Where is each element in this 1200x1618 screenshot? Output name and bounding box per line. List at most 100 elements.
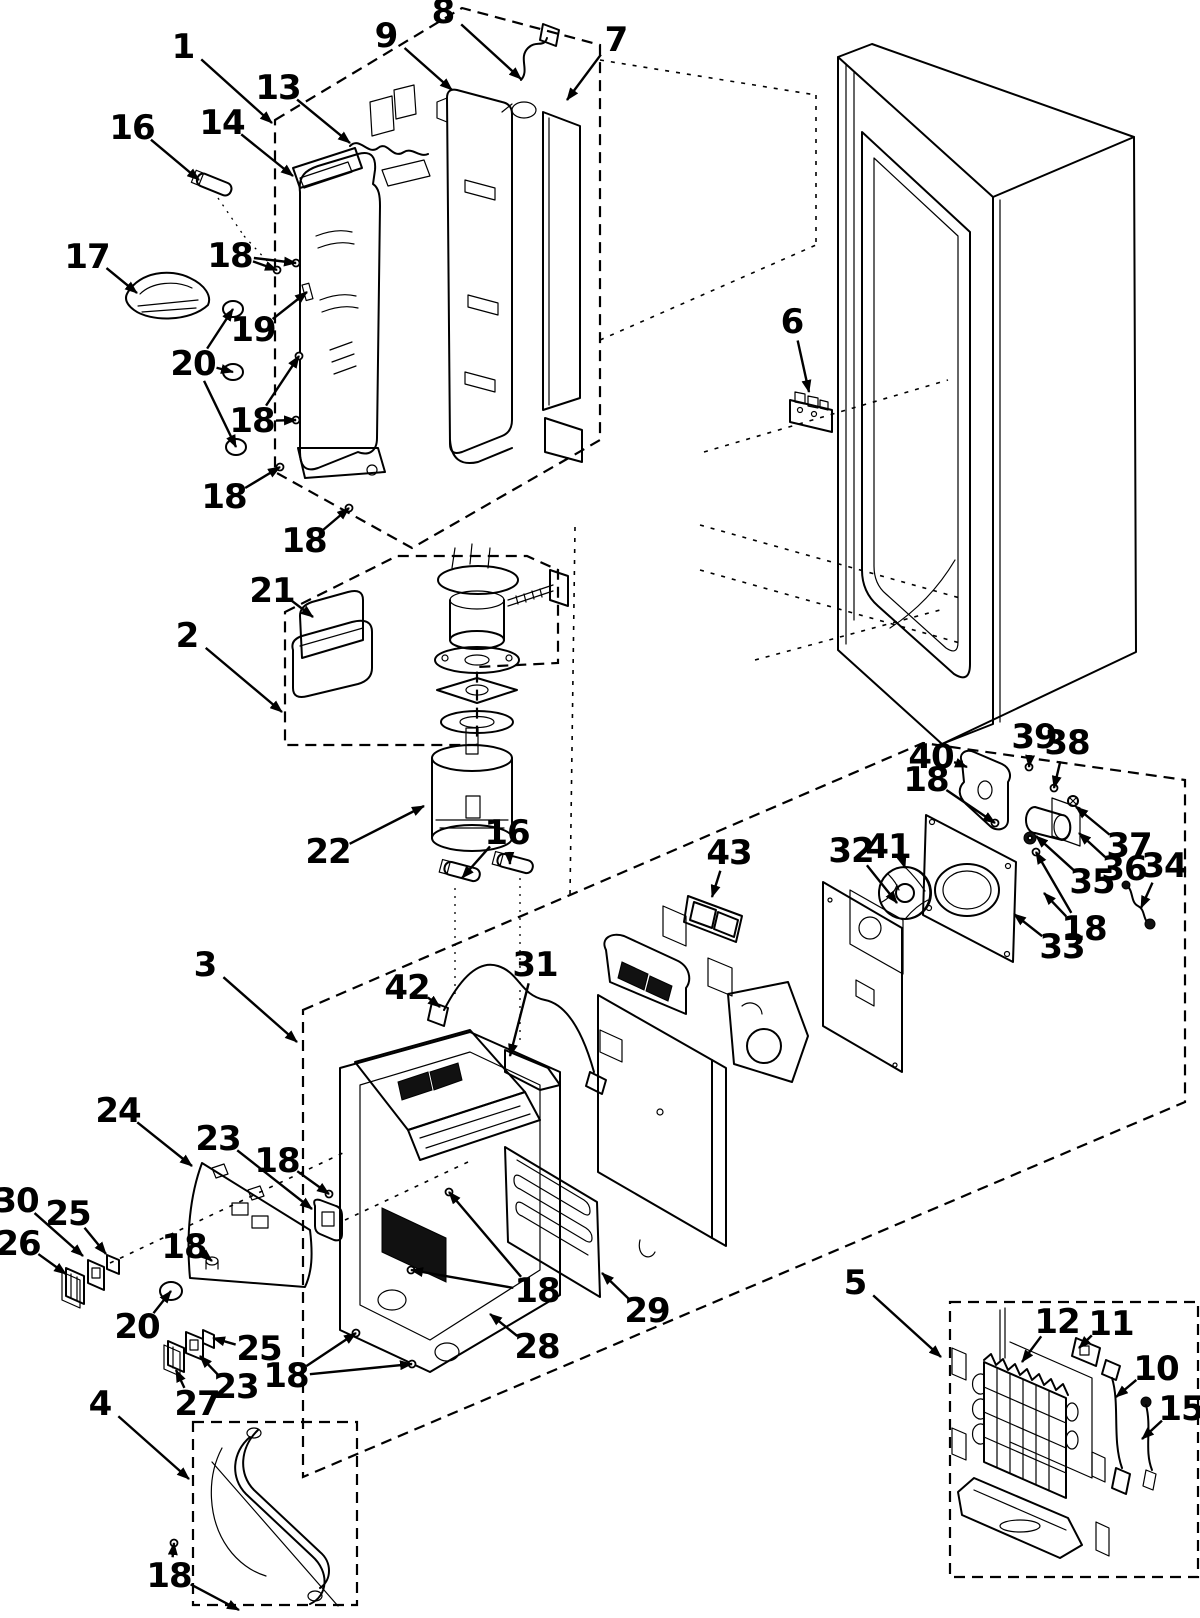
callout-arrow-25 [212, 1336, 236, 1347]
callout-label-32: 32 [828, 831, 873, 871]
callout-label-23: 23 [213, 1367, 258, 1407]
callout-label-13: 13 [255, 68, 300, 108]
callout-label-29: 29 [624, 1291, 669, 1331]
dispenser-assembly-box [273, 6, 817, 896]
callout-label-20: 20 [170, 344, 216, 384]
callout-arrow-18 [253, 256, 297, 267]
callout-label-31: 31 [512, 945, 557, 985]
callout-label-30: 30 [0, 1181, 39, 1221]
callout-arrow-16 [461, 845, 491, 879]
callout-arrow-10 [1115, 1378, 1138, 1398]
callout-arrow-20 [216, 364, 234, 374]
callout-arrow-7 [566, 53, 602, 101]
thermostat-small-parts [61, 1254, 219, 1377]
callout-arrow-18 [1034, 851, 1073, 914]
dispenser-side-panel [542, 111, 583, 463]
callout-label-25: 25 [45, 1194, 90, 1234]
callout-label-2: 2 [176, 616, 199, 656]
callout-arrow-37 [1075, 806, 1111, 836]
foam-fan-duct [727, 981, 809, 1083]
evaporator-compartment-box [301, 741, 1187, 1479]
callout-label-26: 26 [0, 1224, 41, 1264]
callout-label-18: 18 [514, 1271, 559, 1311]
icemaker-support-housing [339, 1029, 561, 1373]
dispenser-front-housing [292, 147, 386, 479]
refrigerator-cabinet-drawing [699, 43, 1137, 745]
compartment-wire-harness [427, 850, 607, 1095]
lamp-switch-part [703, 379, 949, 453]
callout-label-40: 40 [908, 737, 954, 777]
callout-arrow-25 [83, 1227, 107, 1255]
callout-label-11: 11 [1088, 1304, 1133, 1344]
dispenser-rear-housing [436, 88, 513, 464]
dispenser-lamp-bulb [190, 169, 233, 197]
evaporator-box [948, 1300, 1200, 1579]
callout-arrow-32 [865, 864, 898, 904]
callout-label-24: 24 [95, 1091, 141, 1131]
callout-arrow-22 [349, 804, 425, 845]
dispenser-wire-harness [349, 84, 431, 187]
callout-label-16: 16 [484, 813, 529, 853]
callout-arrow-34 [1139, 882, 1154, 909]
callout-label-18: 18 [201, 477, 246, 517]
callout-label-18: 18 [263, 1356, 308, 1396]
callout-arrow-28 [489, 1313, 519, 1338]
callout-label-22: 22 [305, 832, 350, 872]
callout-arrow-35 [1035, 835, 1075, 871]
callout-arrow-26 [37, 1253, 67, 1275]
callout-label-16: 16 [109, 108, 154, 148]
callout-arrow-18 [322, 507, 350, 531]
auger-motor [431, 727, 513, 852]
callout-label-15: 15 [1158, 1389, 1200, 1429]
icemaker-front-cover [109, 1151, 469, 1288]
callout-arrow-18 [305, 1332, 357, 1368]
callout-label-23: 23 [195, 1119, 240, 1159]
callout-arrow-21 [291, 600, 314, 618]
callout-arrow-39 [1025, 754, 1036, 768]
callout-label-35: 35 [1069, 862, 1114, 902]
callout-label-18: 18 [254, 1141, 299, 1181]
callout-label-36: 36 [1101, 849, 1146, 889]
callout-arrow-14 [240, 133, 294, 177]
callout-arrow-18 [265, 355, 300, 407]
callout-arrow-20 [152, 1290, 172, 1314]
callout-label-9: 9 [375, 16, 398, 56]
callout-label-42: 42 [384, 968, 429, 1008]
callout-arrow-16 [504, 851, 515, 865]
callout-label-5: 5 [844, 1263, 867, 1303]
callout-label-1: 1 [172, 27, 195, 67]
callout-label-18: 18 [903, 760, 948, 800]
callout-label-3: 3 [194, 945, 217, 985]
callout-label-7: 7 [605, 20, 628, 60]
callout-arrow-29 [601, 1272, 630, 1300]
callout-arrow-23 [236, 1149, 313, 1210]
callout-arrow-20 [202, 380, 238, 448]
callout-label-19: 19 [230, 310, 275, 350]
callout-arrow-31 [508, 983, 530, 1057]
callout-arrow-18 [167, 1542, 178, 1558]
callout-arrow-16 [150, 138, 200, 181]
evaporator-cover [597, 933, 727, 1258]
auger-assembly-box [283, 554, 560, 747]
drain-heater-panel [504, 1146, 601, 1298]
callout-arrow-3 [222, 976, 298, 1043]
callout-arrow-23 [199, 1355, 219, 1376]
callout-arrow-6 [796, 340, 812, 393]
callout-arrow-18 [275, 415, 297, 426]
callout-label-33: 33 [1039, 927, 1084, 967]
callout-label-14: 14 [199, 103, 245, 143]
callout-arrow-38 [1051, 760, 1062, 789]
callout-arrow-9 [403, 47, 453, 91]
callout-arrow-18 [244, 465, 281, 490]
callout-arrow-18 [190, 1583, 240, 1612]
callout-label-43: 43 [706, 833, 751, 873]
callout-arrow-36 [1078, 832, 1107, 859]
fan-motor-bracket [958, 749, 1011, 831]
callout-arrow-4 [117, 1415, 190, 1480]
callout-label-8: 8 [432, 0, 455, 32]
callout-arrow-43 [710, 870, 722, 898]
callout-label-18: 18 [161, 1227, 206, 1267]
